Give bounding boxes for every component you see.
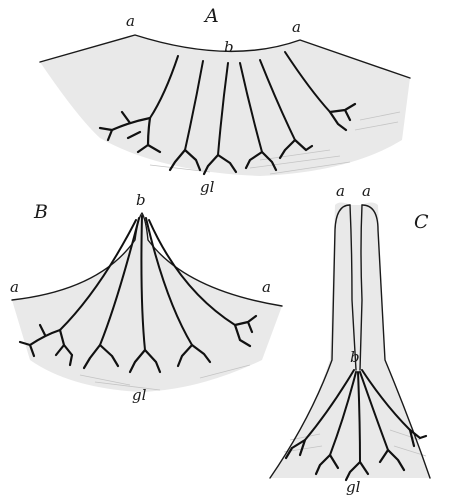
panel-c-tissue-shading bbox=[270, 203, 430, 479]
panel-b: B b a a gl bbox=[10, 191, 282, 404]
panel-b-tissue-shading bbox=[12, 214, 282, 392]
panel-c: C a a b gl bbox=[270, 182, 430, 496]
panel-a-surface-label-left: a bbox=[126, 12, 135, 30]
panel-a: A a a b gl bbox=[40, 5, 410, 196]
panel-a-glands-label: gl bbox=[200, 178, 215, 196]
panel-b-surface-label-left: a bbox=[10, 278, 19, 296]
panel-b-surface-label-right: a bbox=[262, 278, 271, 296]
panel-c-label: C bbox=[414, 211, 429, 233]
panel-b-glands-label: gl bbox=[132, 386, 147, 404]
panel-c-glands-label: gl bbox=[346, 478, 361, 496]
panel-c-opening-label: b bbox=[350, 348, 360, 366]
panel-b-label: B bbox=[33, 201, 48, 223]
panel-c-surface-label-right: a bbox=[362, 182, 371, 200]
panel-a-opening-label: b bbox=[224, 38, 234, 56]
panel-c-surface-label-left: a bbox=[336, 182, 345, 200]
panel-a-surface-label-right: a bbox=[292, 18, 301, 36]
panel-b-opening-label: b bbox=[136, 191, 146, 209]
panel-a-label: A bbox=[203, 5, 219, 27]
